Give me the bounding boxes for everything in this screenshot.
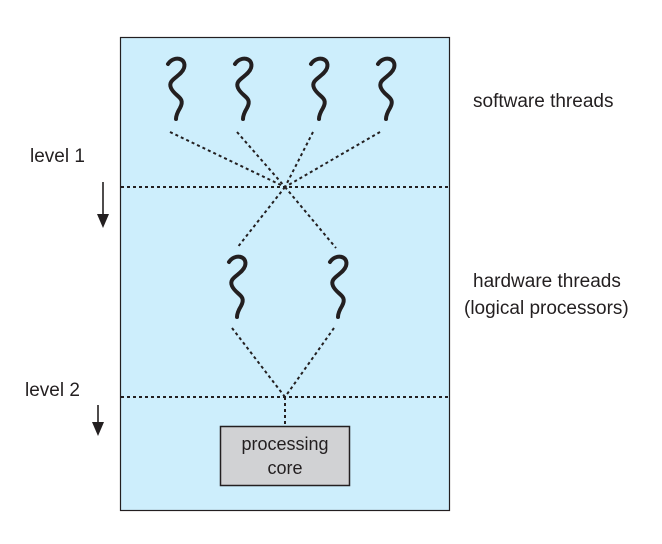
down-arrow-icon xyxy=(97,182,109,228)
core-label-line1: processing xyxy=(241,434,328,454)
level1-label: level 1 xyxy=(30,146,85,167)
level2-label: level 2 xyxy=(25,380,80,401)
core-label-line2: core xyxy=(267,458,302,478)
software-threads-label: software threads xyxy=(473,91,613,112)
logical-processors-label: (logical processors) xyxy=(464,298,629,319)
level2-connectors xyxy=(231,327,335,426)
level1-connectors xyxy=(169,131,381,249)
hardware-threads-label: hardware threads xyxy=(473,271,621,292)
processing-core-box xyxy=(219,425,351,487)
down-arrow-icon xyxy=(92,405,104,436)
